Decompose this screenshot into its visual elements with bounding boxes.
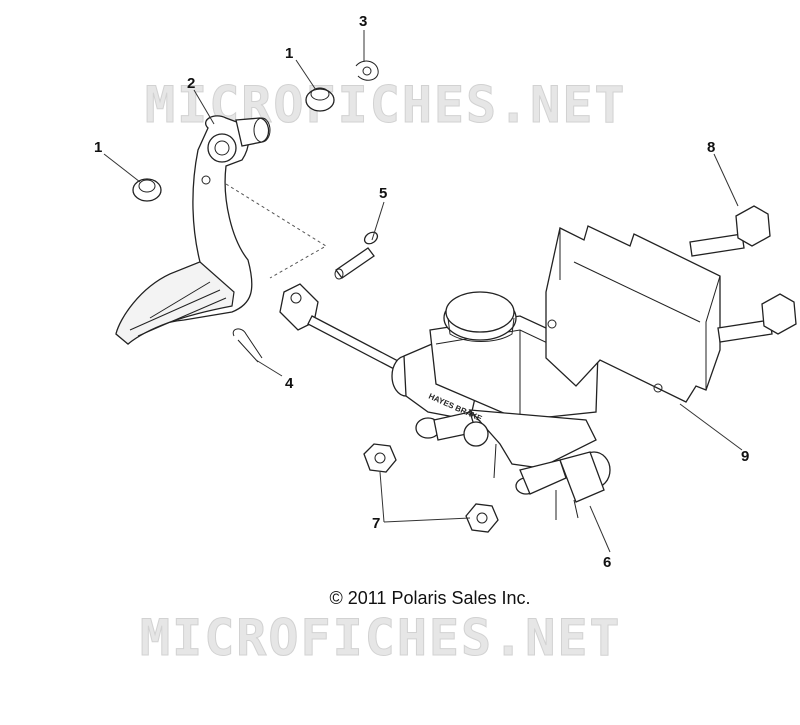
bolt-lower: [717, 293, 797, 343]
leader-8: [713, 153, 739, 207]
callout-6: 6: [603, 554, 611, 571]
callout-5: 5: [379, 185, 387, 202]
leader-4: [255, 359, 283, 377]
bushing-left: [132, 178, 162, 202]
nut-lower: [465, 503, 499, 533]
bushing-top: [305, 87, 335, 112]
master-cylinder: HAYES BRAKE: [391, 291, 611, 520]
callout-1-left: 1: [94, 139, 102, 156]
nut-upper: [363, 443, 397, 473]
callout-9: 9: [741, 448, 749, 465]
bolt-upper: [689, 205, 771, 257]
leader-2: [193, 89, 215, 125]
leader-9: [679, 403, 743, 451]
watermark-bottom: MICROFICHES.NET: [140, 609, 622, 667]
leader-1-left: [103, 153, 141, 183]
leader-5: [371, 201, 385, 241]
callout-8: 8: [707, 139, 715, 156]
mounting-bracket: [545, 225, 721, 403]
leader-6: [589, 505, 611, 553]
callout-2: 2: [187, 75, 195, 92]
callout-7: 7: [372, 515, 380, 532]
callout-1-top: 1: [285, 45, 293, 62]
brake-pedal: [115, 115, 271, 345]
copyright-notice: © 2011 Polaris Sales Inc.: [329, 588, 531, 608]
leader-1-top: [295, 59, 317, 91]
clevis-pin: [334, 231, 379, 280]
cotter-pin: [232, 328, 263, 363]
push-rod: [279, 283, 401, 371]
callout-4: 4: [285, 375, 294, 392]
leader-7: [379, 471, 471, 523]
callout-3: 3: [359, 13, 367, 30]
e-clip: [355, 60, 379, 81]
